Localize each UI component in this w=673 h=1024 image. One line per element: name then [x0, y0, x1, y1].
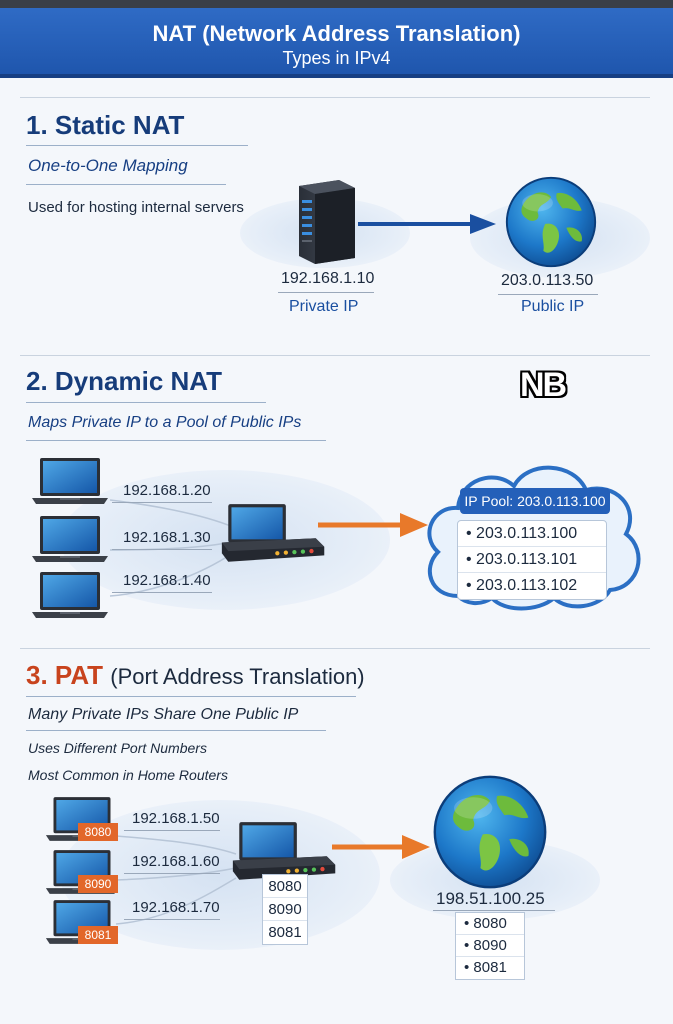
subtitle-underline	[26, 184, 226, 185]
globe-icon	[430, 772, 550, 892]
host-ip: 192.168.1.60	[132, 853, 220, 870]
host-ip: 192.168.1.30	[123, 529, 211, 546]
port-badge: 8090	[78, 875, 118, 893]
laptop-icon	[30, 456, 110, 506]
host-ip: 192.168.1.20	[123, 482, 211, 499]
page-subtitle: Types in IPv4	[282, 48, 391, 68]
host-ip: 192.168.1.50	[132, 810, 220, 827]
public-ip: 198.51.100.25	[436, 889, 545, 908]
router-port: 8090	[263, 898, 307, 921]
lan-shadow	[60, 470, 390, 610]
public-ip-underline	[433, 910, 555, 911]
router-port: 8081	[268, 924, 302, 941]
section-divider	[20, 97, 650, 98]
public-port: • 8081	[464, 959, 507, 976]
globe-icon	[503, 174, 599, 270]
pat-note: Uses Different Port Numbers	[28, 740, 207, 756]
router-icon	[212, 502, 332, 566]
static-nat-title: 1. Static NAT	[26, 110, 185, 140]
ip-pool-header: IP Pool: 203.0.113.100	[460, 488, 610, 514]
server-icon	[299, 180, 355, 264]
host-ip: 192.168.1.40	[123, 572, 211, 589]
public-port: • 8090	[456, 935, 524, 957]
router-port-list: 8080 8090 8081	[262, 874, 308, 945]
pat-note: Most Common in Home Routers	[28, 767, 228, 783]
host-ip-underline	[112, 592, 212, 593]
lan-connectors	[115, 835, 237, 925]
host-ip-underline	[124, 873, 220, 874]
port-badge: 8080	[78, 823, 118, 841]
top-strip	[0, 0, 673, 8]
public-ip: 203.0.113.50	[501, 272, 594, 289]
public-port: • 8080	[456, 913, 524, 935]
pat-subtitle: Many Private IPs Share One Public IP	[28, 706, 299, 723]
router-port: 8080	[263, 875, 307, 898]
static-nat-subtitle: One-to-One Mapping	[28, 156, 188, 175]
public-ip-label: Public IP	[521, 298, 585, 315]
private-ip-label: Private IP	[289, 298, 359, 315]
host-ip-underline	[124, 830, 220, 831]
pat-title: 3. PAT (Port Address Translation)	[26, 660, 365, 691]
section-divider	[20, 355, 650, 356]
title-underline	[26, 145, 248, 146]
pool-ip: • 203.0.113.101	[458, 547, 606, 573]
title-underline	[26, 696, 356, 697]
subtitle-underline	[26, 440, 326, 441]
page-title: NAT (Network Address Translation)	[152, 21, 521, 46]
arrow-right-icon	[318, 513, 428, 537]
static-nat-note: Used for hosting internal servers	[28, 199, 244, 216]
public-port-list: • 8080 • 8090 • 8081	[455, 912, 525, 980]
pool-ip: • 203.0.113.102	[466, 577, 578, 594]
pat-title-sub: (Port Address Translation)	[110, 664, 365, 689]
arrow-right-icon	[332, 835, 430, 859]
private-ip: 192.168.1.10	[281, 270, 375, 287]
page-header: NAT (Network Address Translation) Types …	[0, 8, 673, 78]
ip-pool-list: • 203.0.113.100 • 203.0.113.101 • 203.0.…	[457, 520, 607, 600]
laptop-icon	[30, 514, 110, 564]
dynamic-nat-title: 2. Dynamic NAT	[26, 366, 223, 396]
section-divider	[20, 648, 650, 649]
public-ip-underline	[498, 294, 598, 295]
arrow-right-icon	[358, 214, 496, 234]
host-ip-underline	[112, 502, 212, 503]
private-ip-underline	[278, 292, 374, 293]
laptop-icon	[30, 570, 110, 620]
subtitle-underline	[26, 730, 326, 731]
port-badge: 8081	[78, 926, 118, 944]
watermark-logo: NB	[520, 366, 567, 404]
dynamic-nat-subtitle: Maps Private IP to a Pool of Public IPs	[28, 414, 302, 431]
pool-ip: • 203.0.113.100	[458, 521, 606, 547]
pat-title-num: 3. PAT	[26, 660, 104, 690]
host-ip-underline	[124, 919, 220, 920]
host-ip-underline	[112, 549, 212, 550]
host-ip: 192.168.1.70	[132, 899, 220, 916]
title-underline	[26, 402, 266, 403]
